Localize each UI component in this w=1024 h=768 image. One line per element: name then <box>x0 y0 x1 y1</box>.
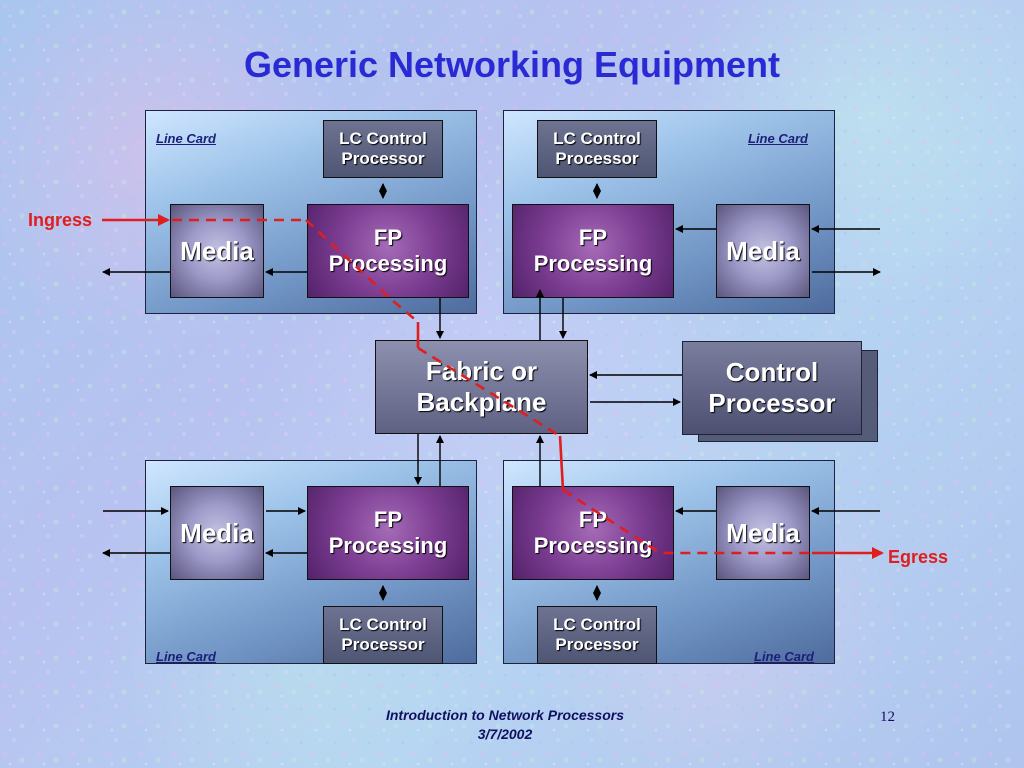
fp-processing-box-bottom-right: FP Processing <box>512 486 674 580</box>
lc-control-processor-bottom-left: LC Control Processor <box>323 606 443 664</box>
fp-processing-box-top-right: FP Processing <box>512 204 674 298</box>
lc-control-processor-top-left: LC Control Processor <box>323 120 443 178</box>
line-card-label: Line Card <box>156 131 216 146</box>
control-processor-box: Control Processor <box>682 341 862 435</box>
lc-control-processor-bottom-right: LC Control Processor <box>537 606 657 664</box>
media-box-bottom-left: Media <box>170 486 264 580</box>
media-box-top-left: Media <box>170 204 264 298</box>
fp-processing-box-bottom-left: FP Processing <box>307 486 469 580</box>
fp-processing-box-top-left: FP Processing <box>307 204 469 298</box>
slide-title: Generic Networking Equipment <box>243 44 781 85</box>
footer-date: 3/7/2002 <box>477 725 533 742</box>
media-box-top-right: Media <box>716 204 810 298</box>
slide-footer: Introduction to Network Processors 3/7/2… <box>300 706 710 744</box>
line-card-label: Line Card <box>748 131 808 146</box>
fabric-backplane-box: Fabric or Backplane <box>375 340 588 434</box>
page-number: 12 <box>880 709 895 725</box>
media-box-bottom-right: Media <box>716 486 810 580</box>
line-card-label: Line Card <box>156 649 216 664</box>
line-card-label: Line Card <box>754 649 814 664</box>
footer-title: Introduction to Network Processors <box>385 707 625 723</box>
lc-control-processor-top-right: LC Control Processor <box>537 120 657 178</box>
ingress-label: Ingress <box>28 210 93 230</box>
egress-label: Egress <box>888 547 949 567</box>
